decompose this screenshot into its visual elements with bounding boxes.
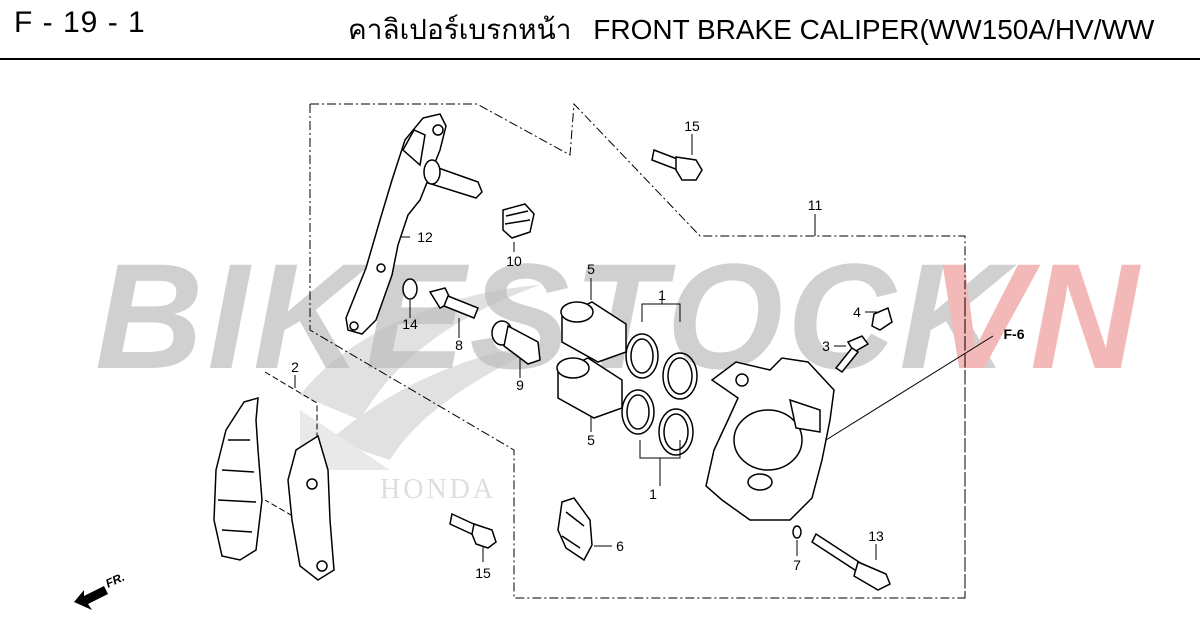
piston-5-upper — [560, 301, 627, 363]
callout-labels: 15 11 12 10 5 1 4 F-6 3 14 8 9 2 5 1 6 1… — [291, 118, 1025, 581]
brake-pad-outer — [213, 396, 263, 561]
piston-5-lower — [556, 357, 623, 419]
caliper-bracket — [345, 113, 483, 335]
pad-spring-6 — [557, 497, 593, 562]
callout-15: 15 — [684, 118, 700, 134]
bolt-15-bottom — [449, 512, 497, 549]
title-english: FRONT BRAKE CALIPER(WW150A/HV/WW — [593, 14, 1155, 45]
front-direction-label: FR. — [103, 570, 126, 591]
callout-5: 5 — [587, 261, 595, 277]
callout-10: 10 — [506, 253, 522, 269]
honda-wing-logo-icon: HONDA — [300, 285, 545, 505]
callout-f6: F-6 — [1004, 326, 1025, 342]
callout-8: 8 — [455, 337, 463, 353]
brake-pad-inner — [287, 434, 335, 581]
watermark-text: BIKESTOCK — [95, 232, 1017, 400]
callout-2: 2 — [291, 359, 299, 375]
front-direction-arrow-icon: FR. — [74, 570, 127, 610]
callout-6: 6 — [616, 538, 624, 554]
o-ring-7 — [792, 525, 802, 539]
callout-14: 14 — [402, 316, 418, 332]
bolt-15-top — [651, 148, 703, 181]
washer-14 — [402, 278, 418, 300]
callout-1: 1 — [649, 486, 657, 502]
assembly-outline — [309, 102, 966, 599]
pin-9 — [491, 320, 541, 365]
callout-9: 9 — [516, 377, 524, 393]
seals-1 — [621, 333, 698, 456]
honda-logo-text: HONDA — [380, 474, 496, 505]
page-title: คาลิเปอร์เบรกหน้า FRONT BRAKE CALIPER(WW… — [348, 8, 1154, 52]
bleeder-screw-3 — [834, 335, 870, 374]
callout-12: 12 — [417, 229, 433, 245]
pin-bolt-8 — [428, 287, 479, 319]
bleeder-cap-4 — [871, 306, 893, 331]
boot-10 — [502, 203, 535, 239]
page-code: F - 19 - 1 — [14, 6, 146, 39]
caliper-body — [705, 357, 835, 521]
header-divider — [0, 58, 1200, 60]
callout-4: 4 — [853, 304, 861, 320]
callout-7: 7 — [793, 557, 801, 573]
callout-1: 1 — [658, 287, 666, 303]
watermark-text-red: VN — [930, 232, 1141, 400]
callout-3: 3 — [822, 338, 830, 354]
title-thai: คาลิเปอร์เบรกหน้า — [348, 14, 572, 45]
slide-pin-13 — [811, 532, 891, 591]
callout-5: 5 — [587, 432, 595, 448]
callout-13: 13 — [868, 528, 884, 544]
callout-15: 15 — [475, 565, 491, 581]
callout-11: 11 — [808, 197, 823, 213]
